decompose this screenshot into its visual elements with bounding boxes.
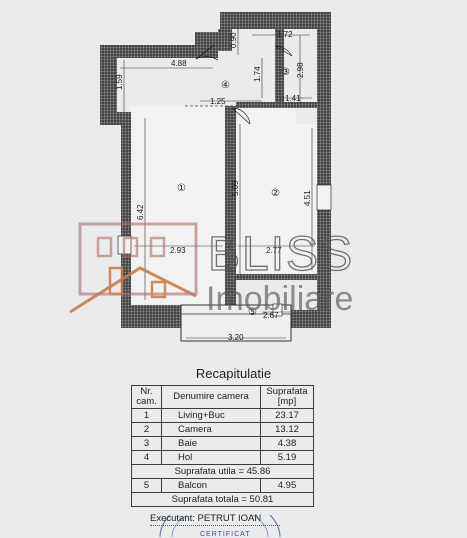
door: [274, 45, 293, 57]
floor-plan: 0.90 1.72 4.88 1.59 2.98 1.74 1.41 1.25 …: [69, 12, 354, 342]
interior-wall: [225, 106, 236, 305]
useful-area: Suprafata utila = 45.86: [131, 464, 314, 479]
header-name: Denumire camera: [161, 385, 261, 409]
dim-0-90: 0.90: [229, 32, 238, 48]
watermark-brand: BLISS: [208, 228, 354, 281]
dimension-lines: [120, 29, 315, 339]
recap-header-row: Nr. cam. Denumire camera Suprafata [mp]: [131, 385, 314, 409]
total-area-row: Suprafata totala = 50.81: [131, 492, 314, 507]
signature-line: [150, 525, 280, 526]
row-name: Living+Buc: [161, 408, 261, 423]
row-nr: 4: [131, 450, 162, 465]
useful-area-row: Suprafata utila = 45.86: [131, 464, 314, 479]
dim-1-41: 1.41: [285, 94, 301, 103]
dim-1-59: 1.59: [115, 74, 124, 90]
dim-2-67: 2.67: [263, 311, 279, 320]
dim-4-51: 4.51: [303, 190, 312, 206]
row-nr: 1: [131, 408, 162, 423]
executant-label: Executant: PETRUT IOAN: [150, 513, 262, 524]
dim-1-74: 1.74: [253, 66, 262, 82]
interior-wall: [236, 274, 317, 280]
dim-5-09: 5.09: [231, 180, 240, 196]
certificate-stamp-icon: [159, 515, 281, 537]
dim-4-88: 4.88: [171, 59, 187, 68]
row-area: 13.12: [260, 422, 314, 437]
row-area: 4.95: [260, 478, 314, 493]
interior-wall: [218, 29, 232, 51]
room-number-5: ⑤: [248, 307, 257, 318]
house-logo-icon: [69, 266, 197, 314]
table-row: 1 Living+Buc 23.17: [131, 408, 314, 423]
table-row: 4 Hol 5.19: [131, 450, 314, 465]
header-nr: Nr. cam.: [131, 385, 162, 409]
recap-title: Recapitulatie: [195, 366, 272, 381]
table-row: 5 Balcon 4.95: [131, 478, 314, 493]
table-row: 2 Camera 13.12: [131, 422, 314, 437]
table-row: 3 Baie 4.38: [131, 436, 314, 451]
room-bedroom: [236, 124, 317, 274]
row-nr: 3: [131, 436, 162, 451]
room-number-1: ①: [177, 183, 186, 194]
row-name: Baie: [161, 436, 261, 451]
interior-wall: [275, 29, 284, 102]
stamp-text: CERTIFICAT: [200, 531, 251, 538]
room-number-4: ④: [221, 80, 230, 91]
window: [316, 184, 332, 211]
header-area: Suprafata [mp]: [260, 385, 314, 409]
dim-2-93: 2.93: [170, 246, 186, 255]
row-area: 23.17: [260, 408, 314, 423]
dim-1-25: 1.25: [210, 97, 226, 106]
dim-6-42: 6.42: [136, 204, 145, 220]
row-area: 4.38: [260, 436, 314, 451]
row-area: 5.19: [260, 450, 314, 465]
row-nr: 2: [131, 422, 162, 437]
watermark-logo: BLISS Imobiliare: [69, 222, 354, 318]
dim-2-98: 2.98: [296, 62, 305, 78]
exterior-walls: [100, 12, 331, 328]
total-area: Suprafata totala = 50.81: [131, 492, 314, 507]
door: [231, 107, 251, 125]
recap-table: Nr. cam. Denumire camera Suprafata [mp] …: [131, 385, 314, 507]
row-nr: 5: [131, 478, 162, 493]
dim-2-77: 2.77: [266, 246, 282, 255]
watermark-subtitle: Imobiliare: [206, 280, 353, 318]
door: [195, 44, 219, 61]
room-number-2: ②: [271, 188, 280, 199]
interior-wall: [236, 102, 317, 108]
room-number-3: ③: [281, 67, 290, 78]
interior-wall: [236, 106, 296, 124]
dim-1-72: 1.72: [277, 30, 293, 39]
row-name: Balcon: [161, 478, 261, 493]
dim-3-20: 3.20: [228, 333, 244, 342]
row-name: Camera: [161, 422, 261, 437]
row-name: Hol: [161, 450, 261, 465]
